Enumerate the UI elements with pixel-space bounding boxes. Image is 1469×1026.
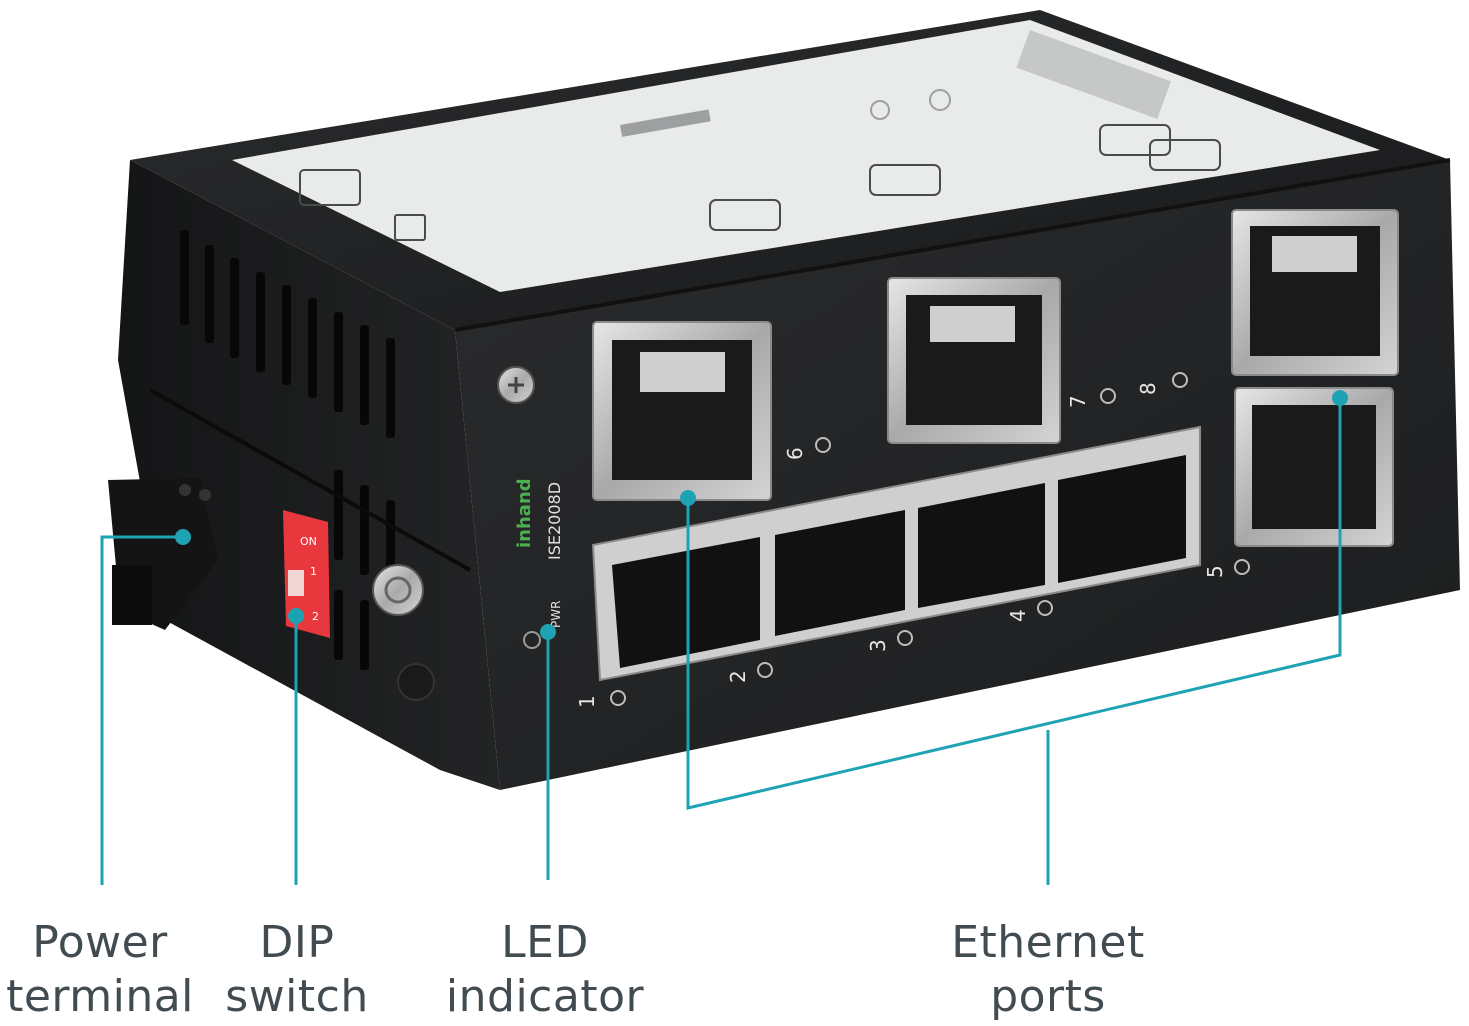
power-terminal-caption-line2: terminal <box>6 971 194 1022</box>
ethernet-port-5[interactable] <box>1234 387 1394 547</box>
model-label: ISE2008D <box>545 482 564 560</box>
ethernet-ports-caption: Ethernet ports <box>928 916 1168 1024</box>
callout-lines <box>100 398 1342 885</box>
ethernet-port-3[interactable] <box>918 483 1045 608</box>
led-indicator: PWR <box>523 601 563 649</box>
dip-switch[interactable]: ON 1 2 <box>283 510 330 638</box>
port-label-5: 5 <box>1203 565 1227 578</box>
port-label-8: 8 <box>1136 382 1160 395</box>
led-indicator-caption-line2: indicator <box>445 971 645 1022</box>
ethernet-port-6[interactable] <box>592 321 772 501</box>
ethernet-port-2[interactable] <box>775 510 905 636</box>
device-side-panel <box>118 160 500 790</box>
dip-switch-caption-line1: DIP <box>259 917 335 968</box>
port-label-7: 7 <box>1066 395 1090 408</box>
dip-on-label: ON <box>300 535 317 548</box>
callout-dots <box>175 390 1348 640</box>
inhand-logo-icon: inhand <box>514 478 535 548</box>
ground-screw-icon <box>372 564 435 701</box>
brand-label: inhand <box>514 478 535 548</box>
port-label-2: 2 <box>726 670 750 683</box>
ethernet-ports-caption-line1: Ethernet <box>951 917 1145 968</box>
port-label-4: 4 <box>1006 609 1030 622</box>
port-label-6: 6 <box>783 447 807 460</box>
power-terminal-caption: Power terminal <box>0 916 200 1024</box>
ethernet-port-4[interactable] <box>1058 455 1186 583</box>
port-label-3: 3 <box>866 639 890 652</box>
ethernet-port-1[interactable] <box>612 537 760 668</box>
power-terminal[interactable] <box>108 478 218 630</box>
screw-icon <box>497 366 535 404</box>
dip-pos-1-label: 1 <box>310 565 317 578</box>
dip-switch-caption-line2: switch <box>225 971 369 1022</box>
led-indicator-caption: LED indicator <box>430 916 660 1024</box>
dip-pos-2-label: 2 <box>312 610 319 623</box>
device-top-panel <box>130 10 1450 330</box>
ethernet-port-8[interactable] <box>1231 209 1399 376</box>
ethernet-ports-caption-line2: ports <box>990 971 1106 1022</box>
power-terminal-caption-line1: Power <box>32 917 168 968</box>
pwr-label: PWR <box>549 601 563 628</box>
dip-switch-caption: DIP switch <box>212 916 382 1024</box>
led-indicator-caption-line1: LED <box>501 917 589 968</box>
power-terminal-callout-line <box>100 535 183 885</box>
ethernet-port-7[interactable] <box>887 277 1061 444</box>
ethernet-ports-callout-line <box>686 398 1342 810</box>
port-label-1: 1 <box>575 695 599 708</box>
